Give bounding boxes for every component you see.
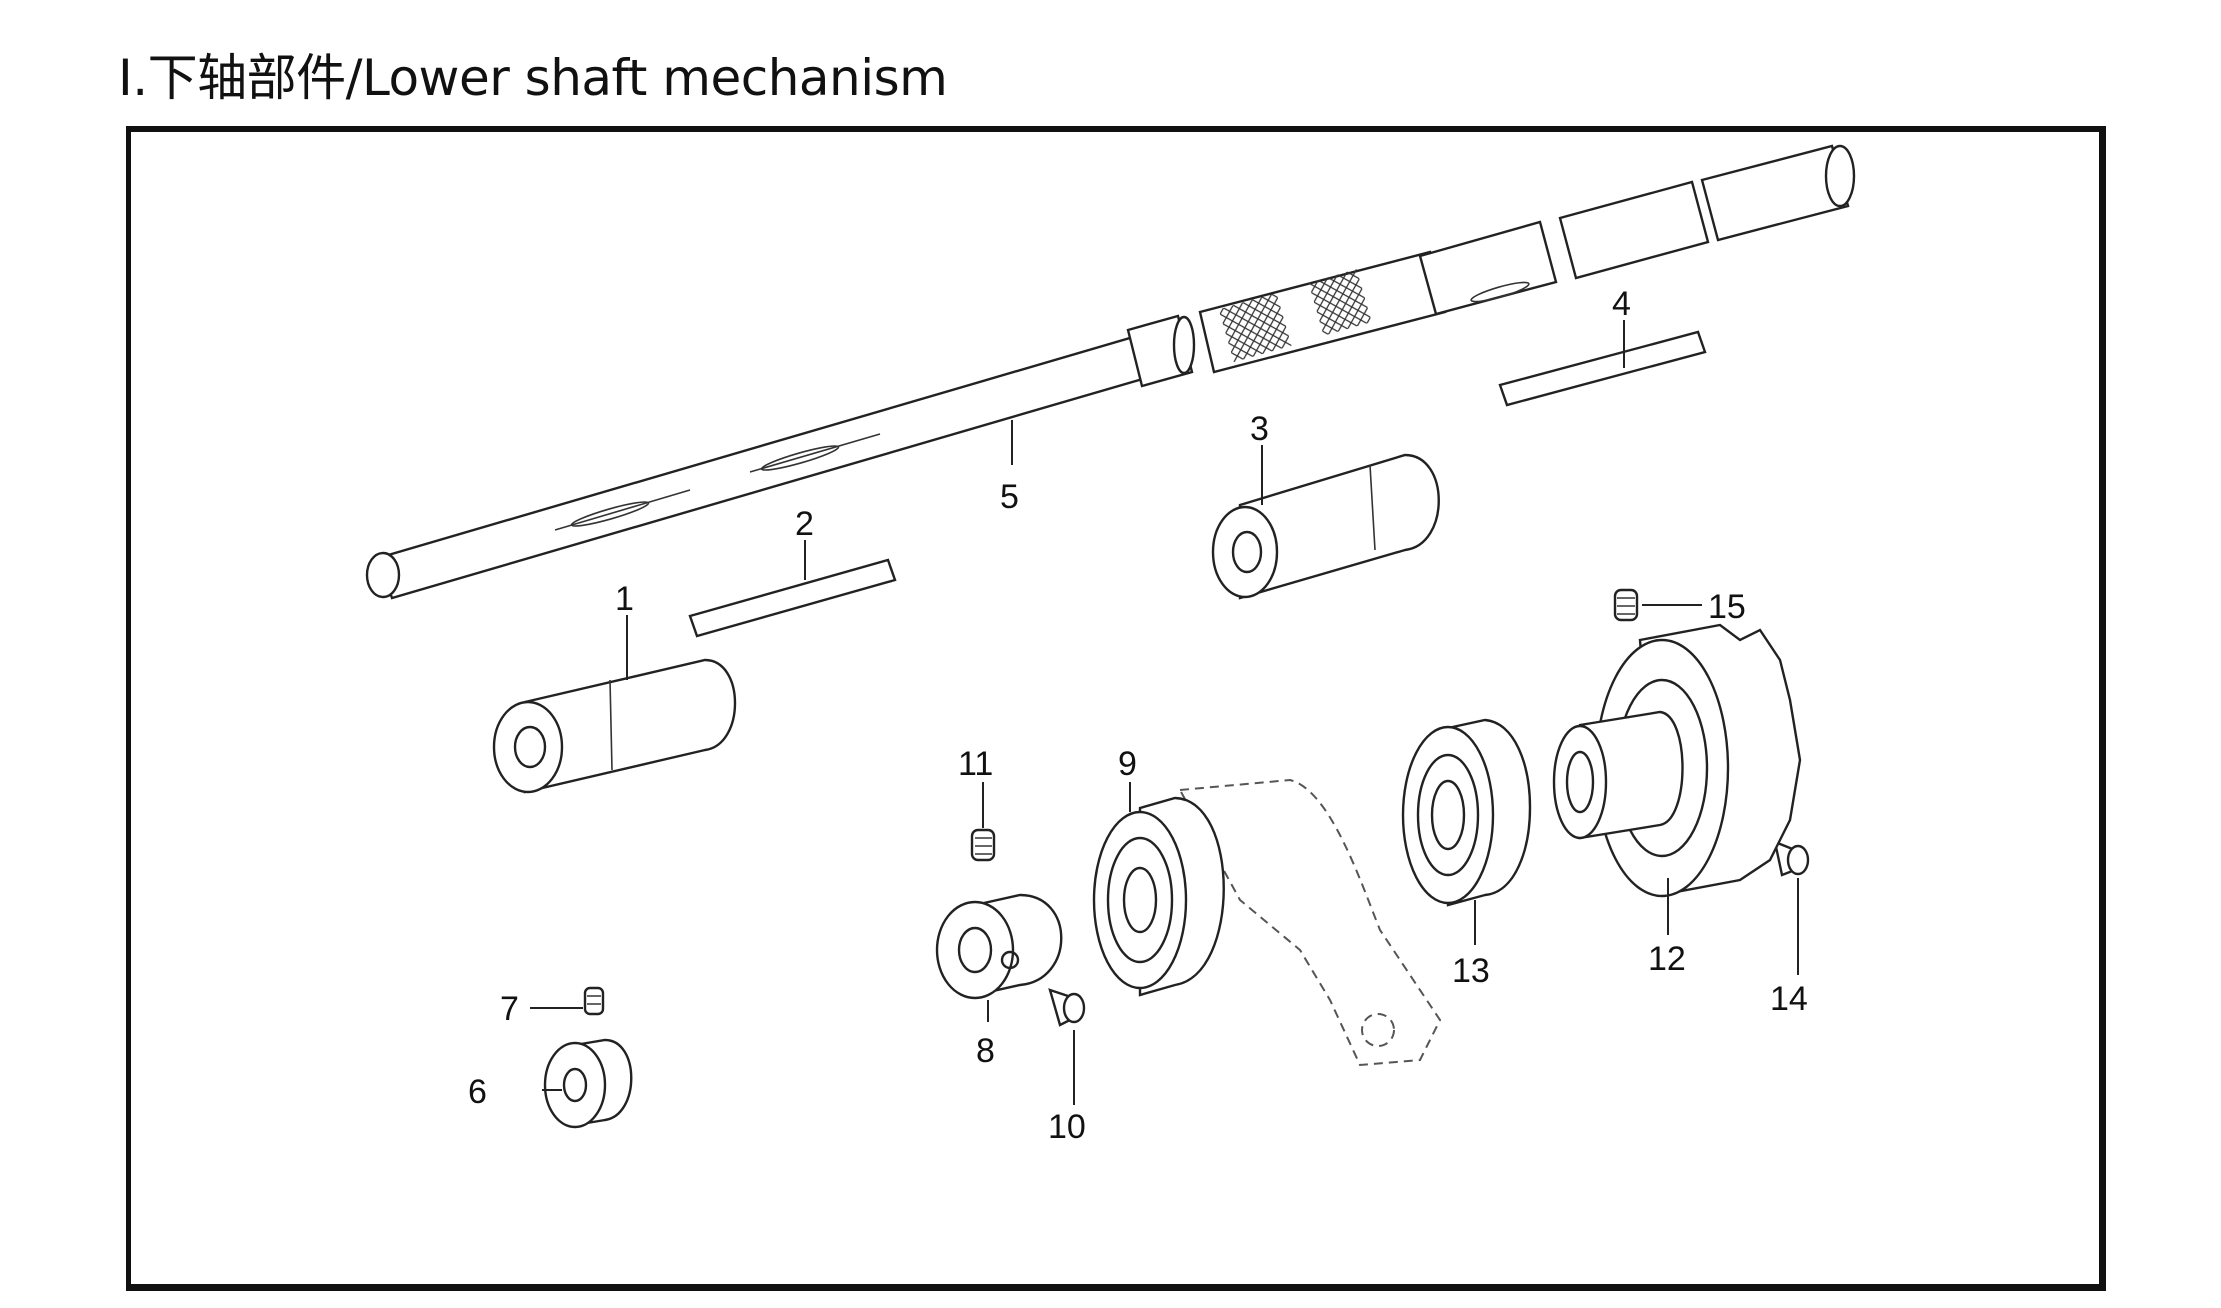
callout-7: 7: [500, 990, 519, 1028]
callout-4: 4: [1612, 285, 1631, 323]
callout-5: 5: [1000, 478, 1019, 516]
sleeve-part-3: [1211, 453, 1440, 600]
lower-shaft-part-5: [365, 144, 1856, 600]
callout-10: 10: [1048, 1108, 1086, 1146]
callout-3: 3: [1250, 410, 1269, 448]
callout-6: 6: [468, 1073, 487, 1111]
set-screw-part-7: [583, 986, 605, 1016]
callout-11: 11: [958, 745, 993, 783]
timing-pulley-part-12: [1552, 623, 1802, 898]
callout-12: 12: [1648, 940, 1686, 978]
screw-part-14: [1773, 840, 1810, 877]
set-screw-part-15: [1613, 588, 1639, 622]
leader-lines: [530, 320, 1799, 1105]
callout-15: 15: [1708, 588, 1746, 626]
diagram-frame: [126, 126, 2106, 1291]
set-screw-part-11: [970, 828, 996, 862]
collar-part-6: [543, 1038, 633, 1129]
callout-14: 14: [1770, 980, 1808, 1018]
callout-2: 2: [795, 505, 814, 543]
collar-part-8: [935, 893, 1063, 1000]
callout-8: 8: [976, 1032, 995, 1070]
screw-part-10: [1048, 988, 1086, 1027]
callout-9: 9: [1118, 745, 1137, 783]
sleeve-part-1: [492, 658, 737, 794]
callout-1: 1: [615, 580, 634, 618]
page-title: Ⅰ.下轴部件/Lower shaft mechanism: [118, 49, 948, 107]
pulley-part-13: [1401, 718, 1532, 907]
callout-13: 13: [1452, 952, 1490, 990]
key-part-2: [688, 558, 897, 638]
key-part-4: [1498, 330, 1707, 407]
pulley-part-9: [1092, 778, 1442, 1067]
